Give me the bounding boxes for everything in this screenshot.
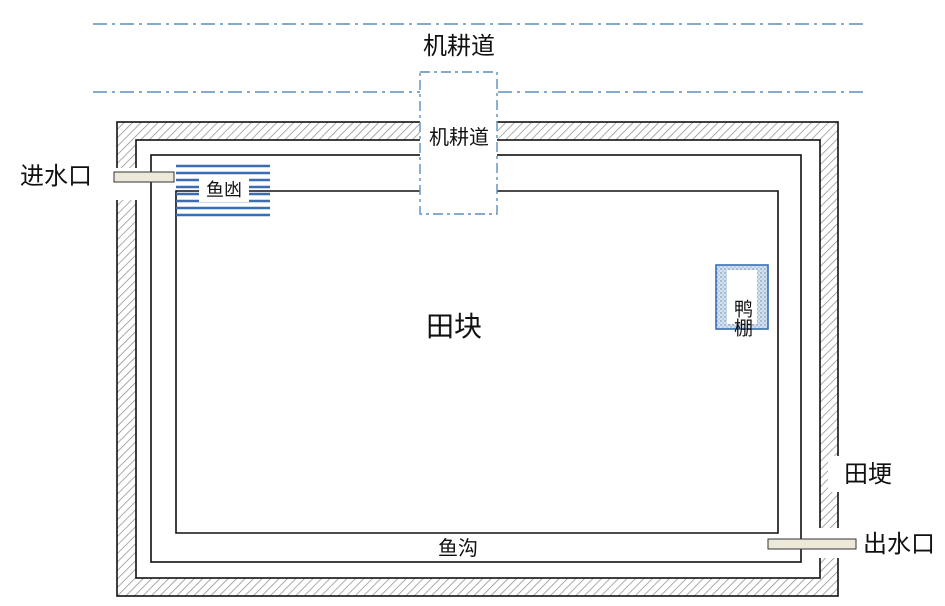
outlet-label: 出水口 <box>863 530 935 558</box>
road-entrance-patch <box>420 72 497 214</box>
outlet-pipe <box>767 538 857 550</box>
fish-pool-label-bg <box>199 178 249 202</box>
inlet-pipe <box>113 171 175 183</box>
ridge-label: 田埂 <box>844 460 892 488</box>
duck-shed-label-bg <box>727 270 757 324</box>
ridge-label-gap <box>828 456 842 492</box>
duck-shed-label: 鸭棚 <box>731 299 753 338</box>
fish-ditch-inner-line <box>175 190 779 534</box>
inlet-label: 进水口 <box>20 162 92 190</box>
road-label-outer: 机耕道 <box>423 32 495 60</box>
field-label: 田块 <box>426 310 482 343</box>
fish-ditch-label: 鱼沟 <box>438 536 478 560</box>
road-entrance-dashed <box>419 71 498 215</box>
fish-pool-label: 鱼凼 <box>206 180 242 201</box>
road-label-inner: 机耕道 <box>429 125 489 149</box>
fish-pool-stripes <box>176 164 270 217</box>
